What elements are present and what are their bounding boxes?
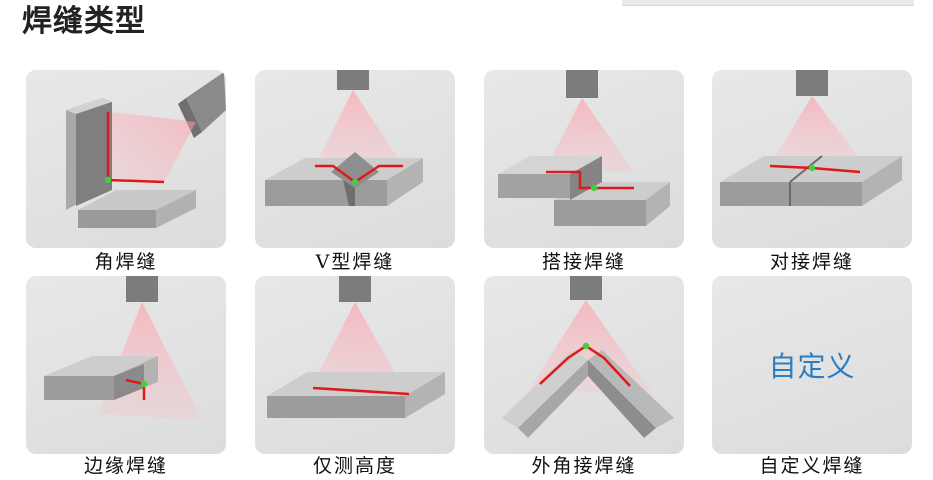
- weld-type-card-edge[interactable]: [26, 276, 226, 454]
- weld-type-label-custom: 自定义焊缝: [759, 455, 865, 477]
- custom-weld-tile-text: 自定义: [768, 350, 856, 383]
- fillet-weld-illustration: [66, 72, 226, 228]
- weld-type-label-v-groove: V型焊缝: [315, 251, 395, 273]
- weld-type-label-outside-corner: 外角接焊缝: [531, 455, 637, 477]
- weld-type-card-outside-corner[interactable]: [484, 276, 684, 454]
- page-title: 焊缝类型: [22, 4, 146, 39]
- weld-type-card-custom[interactable]: 自定义: [712, 276, 912, 454]
- weld-type-label-edge: 边缘焊缝: [83, 455, 168, 477]
- weld-type-card-v-groove[interactable]: [255, 70, 455, 248]
- lap-weld-illustration: [498, 70, 670, 226]
- weld-type-card-fillet[interactable]: [26, 70, 226, 248]
- height-measure-illustration: [267, 276, 445, 418]
- weld-type-card-butt[interactable]: [712, 70, 912, 248]
- weld-type-card-height-only[interactable]: [255, 276, 455, 454]
- v-groove-weld-illustration: [265, 70, 423, 206]
- edge-weld-illustration: [44, 276, 202, 420]
- weld-type-label-height-only: 仅测高度: [312, 455, 397, 477]
- weld-type-label-lap: 搭接焊缝: [541, 251, 626, 273]
- butt-weld-illustration: [720, 70, 902, 206]
- weld-type-label-fillet: 角焊缝: [94, 251, 158, 273]
- weld-type-label-butt: 对接焊缝: [769, 251, 854, 273]
- top-strip-divider: [622, 0, 914, 6]
- outside-corner-weld-illustration: [502, 276, 674, 438]
- weld-type-card-lap[interactable]: [484, 70, 684, 248]
